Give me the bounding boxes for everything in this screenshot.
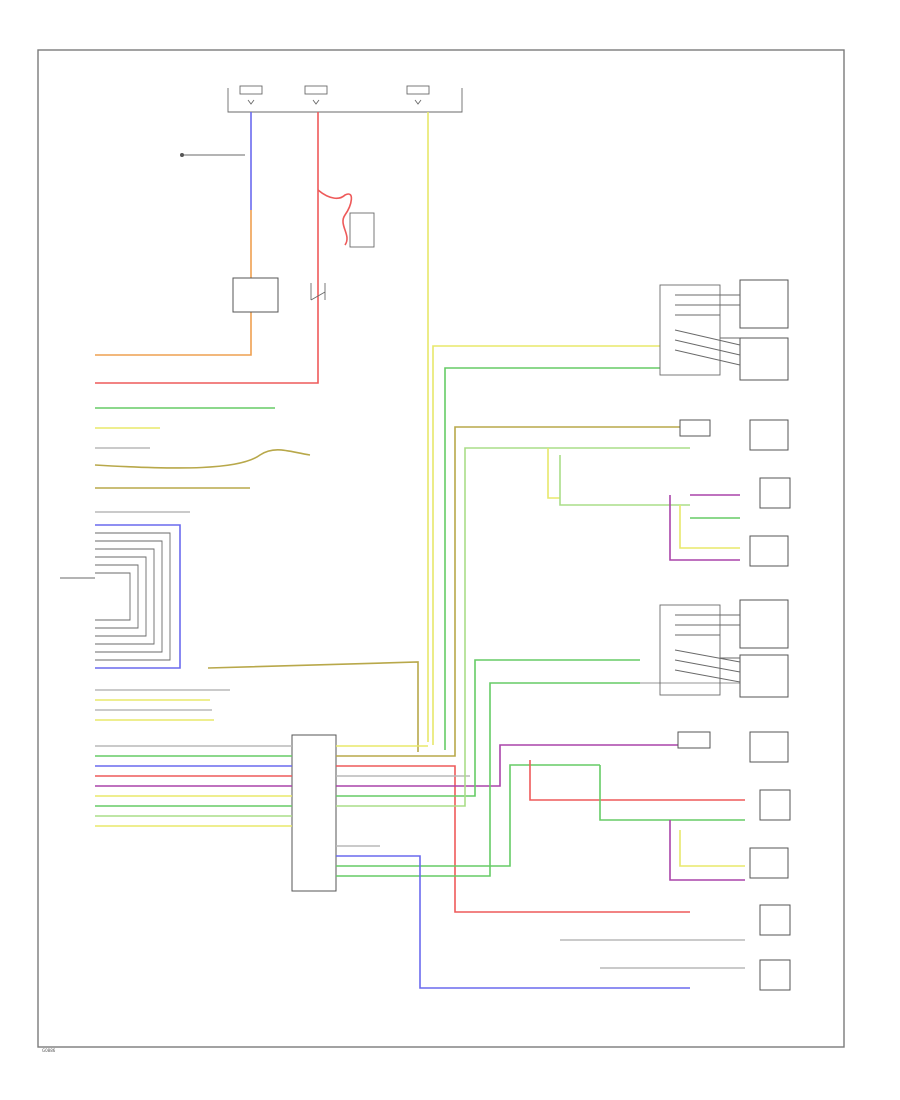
wire-red-top <box>95 112 319 384</box>
wire-green-ur2 <box>444 367 660 750</box>
footer-label: G0886 <box>42 1048 56 1053</box>
antenna-relay-box <box>349 212 375 248</box>
main-bundle-right <box>336 426 690 989</box>
right-door-speaker <box>759 904 791 936</box>
left-door-speaker <box>759 959 791 991</box>
front-left-speaker <box>739 654 789 698</box>
rear-right-tweeter <box>749 535 789 567</box>
wire-red-loop <box>317 189 353 246</box>
right-components <box>659 279 791 991</box>
wire-blue-r10 <box>336 855 690 989</box>
rear-left-speaker-2 <box>759 789 791 821</box>
wire-blue-l6 <box>95 524 181 669</box>
wire-orange-top <box>95 210 252 356</box>
switch-box <box>232 277 279 313</box>
wire-purple-ur7 <box>669 495 740 561</box>
rear-right-crossover <box>679 419 711 437</box>
wire-green-r8 <box>336 764 600 867</box>
left-ribbon <box>60 532 171 661</box>
rear-right-speaker-2 <box>759 477 791 509</box>
wire-purple-r5 <box>336 744 650 787</box>
speaker-connector <box>291 734 337 892</box>
wire-green-r9 <box>336 682 640 877</box>
power-wires <box>95 112 429 742</box>
fuse-box <box>227 85 463 113</box>
wire-yellow-ur8 <box>679 505 740 549</box>
left-harness <box>94 407 311 669</box>
wire-yellow-ur5 <box>547 448 560 499</box>
rear-left-crossover <box>677 731 711 749</box>
upper-right-wires <box>432 345 740 750</box>
diagram-frame <box>37 49 845 1048</box>
front-right-speaker <box>739 337 789 381</box>
wire-green-lr3 <box>599 765 745 821</box>
rear-right-speaker-1 <box>749 419 789 451</box>
wire-yellow-ur1 <box>432 345 660 745</box>
rear-left-tweeter <box>749 847 789 879</box>
lower-left-group <box>95 661 419 752</box>
front-right-module <box>659 284 721 376</box>
lower-right-wires <box>529 682 745 969</box>
wire-olive-r2 <box>336 426 540 757</box>
front-left-tweeter <box>739 599 789 649</box>
wire-red-r3 <box>336 765 690 913</box>
module-bus <box>674 294 741 683</box>
wire-olive-ll1 <box>207 661 419 752</box>
wire-lgreen-r7 <box>336 447 545 807</box>
wire-green-r6 <box>336 659 640 797</box>
wire-lgreen-ur6 <box>559 455 690 506</box>
ground-arrow-1 <box>180 153 245 157</box>
rear-left-speaker-1 <box>749 731 789 763</box>
small-relay-symbol <box>310 283 326 301</box>
main-bundle-left <box>95 745 292 827</box>
wire-yellow-lr5 <box>679 830 745 867</box>
wire-red-lr2 <box>529 760 745 801</box>
front-left-module <box>659 604 721 696</box>
front-right-tweeter <box>739 279 789 329</box>
wire-purple-lr4 <box>669 820 745 881</box>
wire-olive-l4a <box>94 449 311 469</box>
